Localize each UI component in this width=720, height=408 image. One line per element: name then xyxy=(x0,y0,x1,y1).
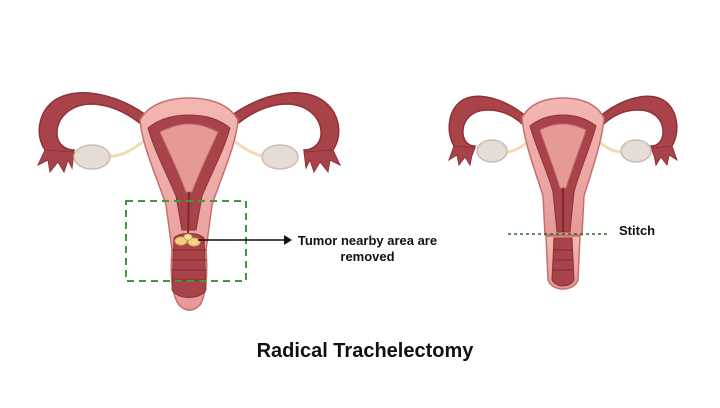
ovary-right xyxy=(261,144,299,170)
fimbriae-left xyxy=(448,145,476,167)
cervix-ridges xyxy=(553,249,573,271)
cervix-remnant xyxy=(551,237,575,287)
uterus-before xyxy=(36,92,342,311)
fimbriae-right xyxy=(650,145,678,167)
uterus-after xyxy=(448,95,678,290)
ovary-right xyxy=(620,139,652,163)
cervix-ridges xyxy=(172,249,206,281)
diagram-title: Radical Trachelectomy xyxy=(256,340,474,362)
cervical-canal xyxy=(187,191,190,237)
fimbriae-right xyxy=(303,149,342,174)
ovary-left xyxy=(73,144,111,170)
tumor-label: Tumor nearby area are removed xyxy=(297,233,438,264)
endometrium xyxy=(539,123,587,189)
tumor-region-box xyxy=(125,200,247,282)
tumor xyxy=(174,233,201,247)
tumor-arrow xyxy=(198,235,292,245)
fimbriae-left xyxy=(36,149,75,174)
ovary-left xyxy=(476,139,508,163)
endometrium xyxy=(159,123,219,193)
stitch-label: Stitch xyxy=(619,223,656,238)
